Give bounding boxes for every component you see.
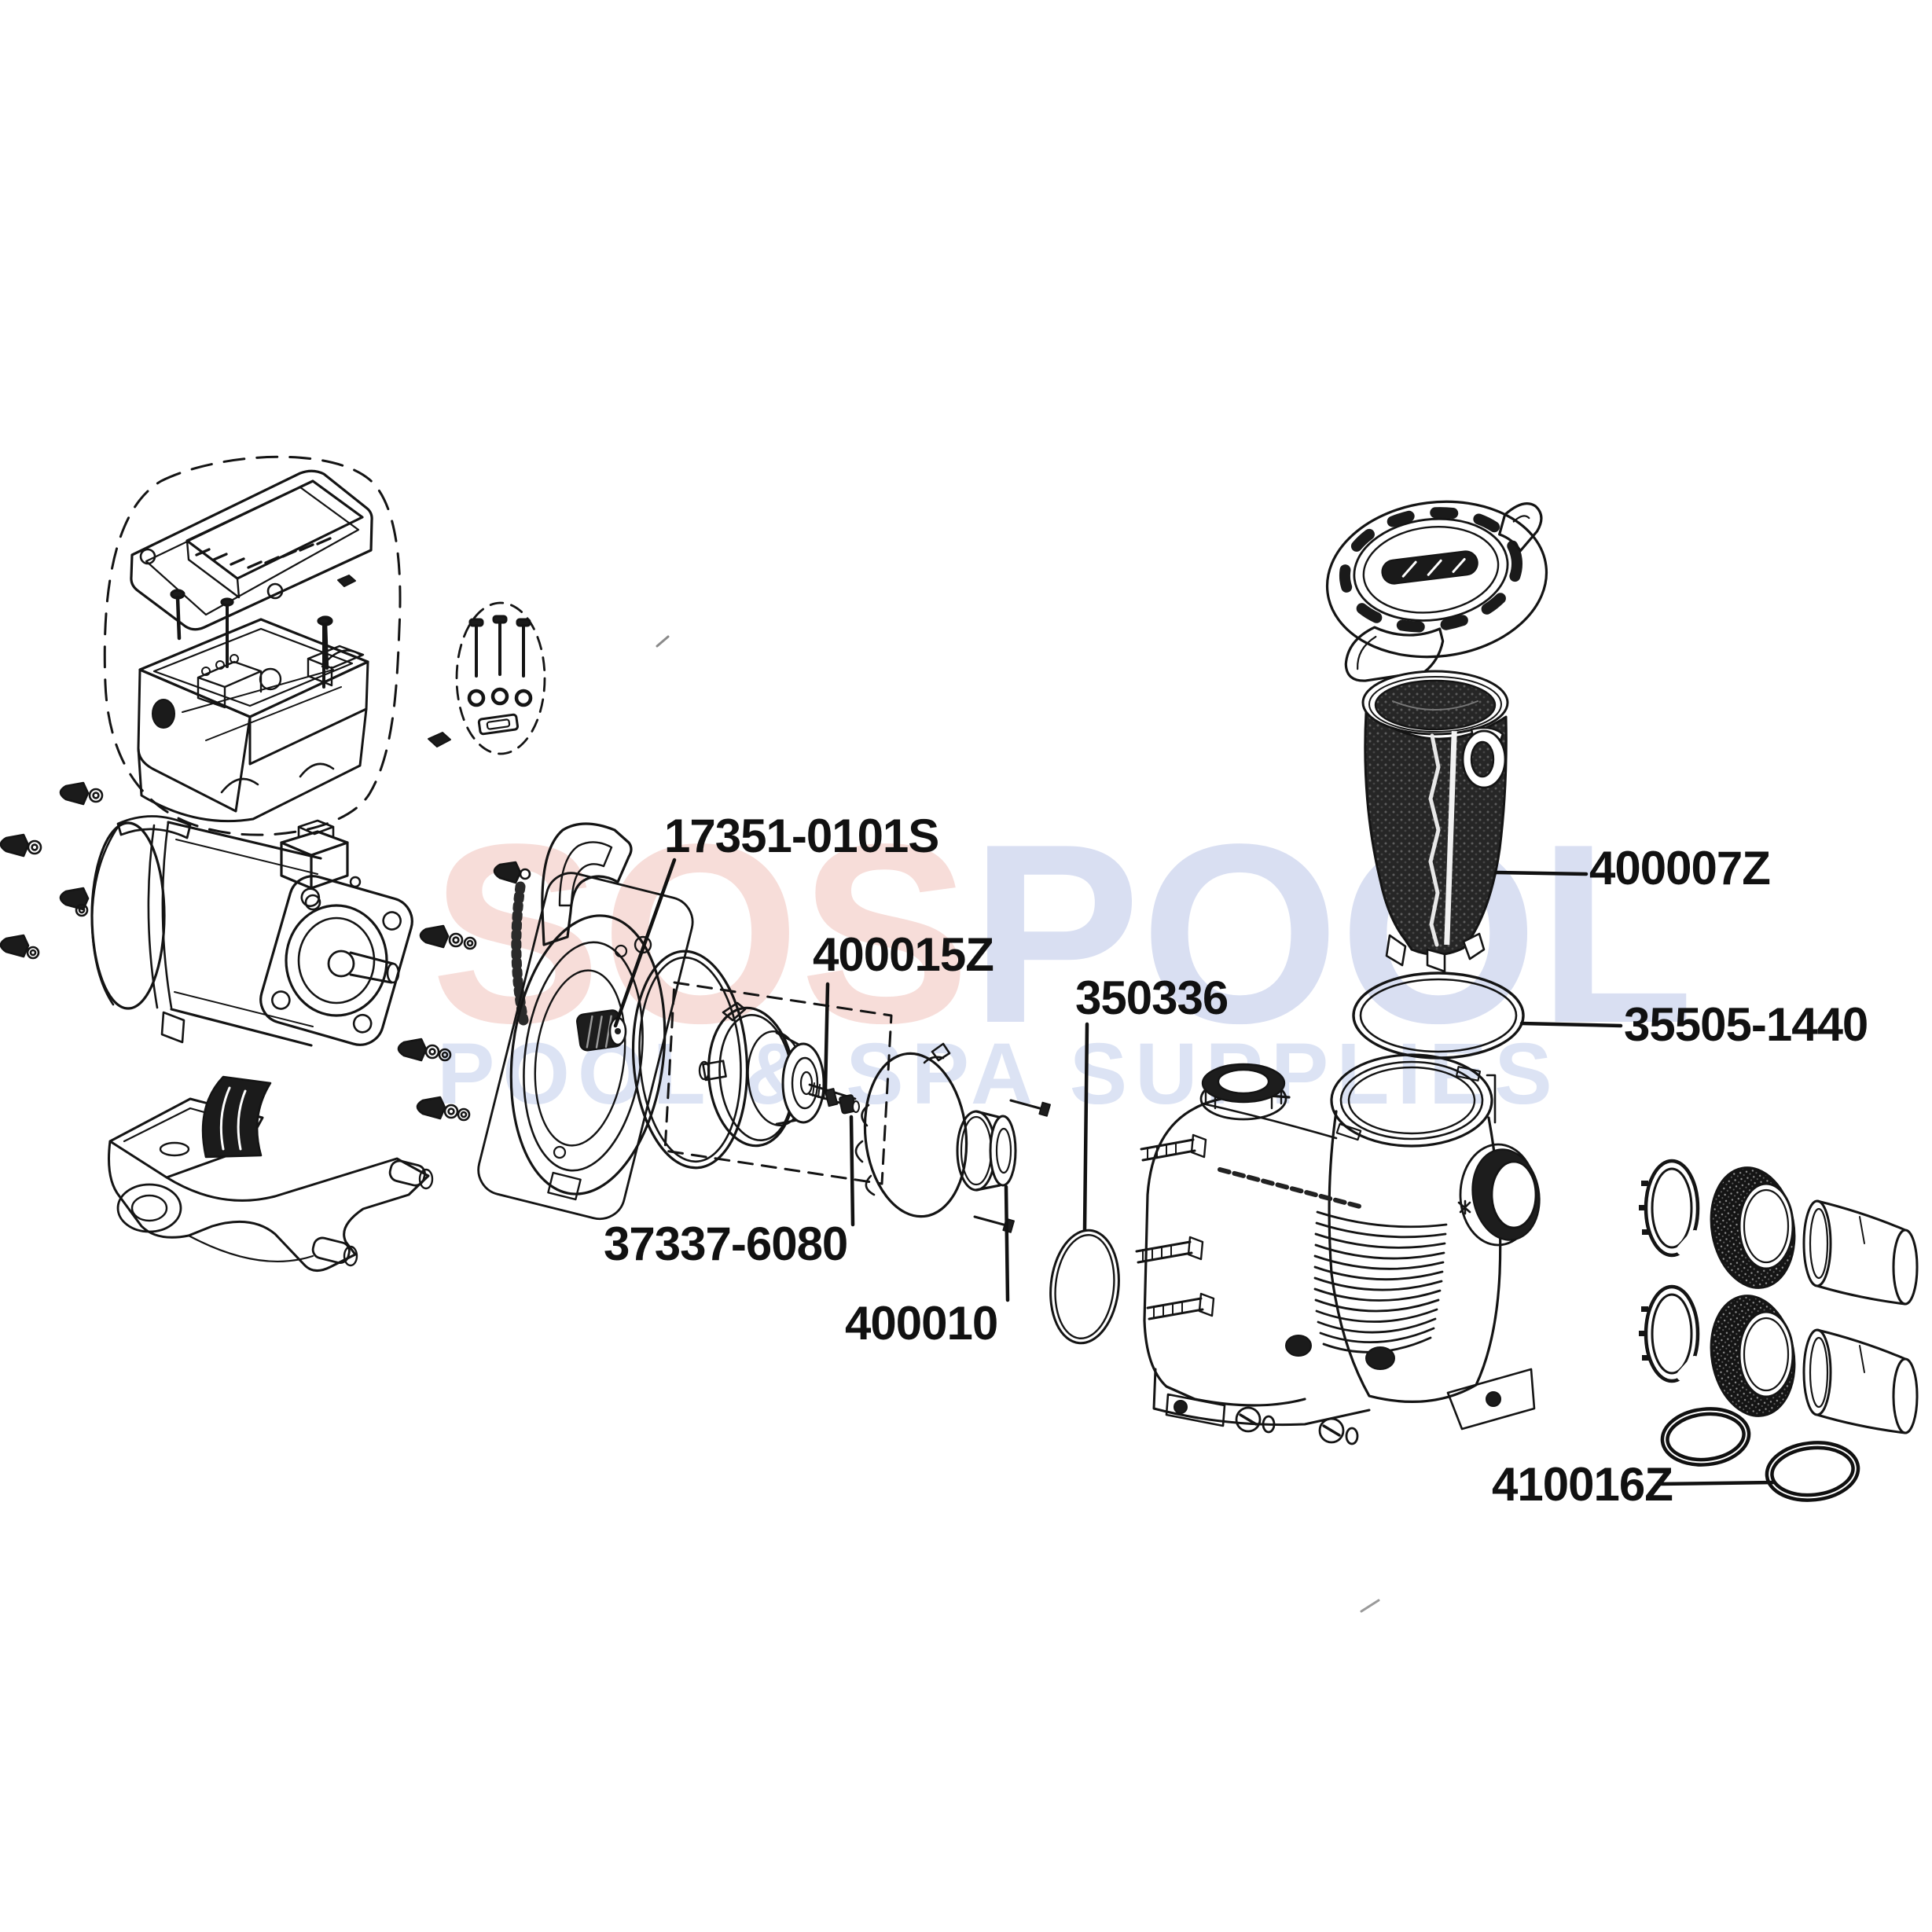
impeller-dashed-box: [663, 981, 893, 1185]
union-nut: [1710, 1166, 1796, 1289]
union-split-ring: [1639, 1159, 1700, 1258]
bolt-set: [419, 924, 477, 950]
watermark-brand: SOSPOOL: [431, 806, 1694, 1061]
controller-box: [137, 597, 369, 823]
watermark-brand-pool: POOL: [970, 791, 1695, 1076]
leader-37337-6080: [849, 1115, 855, 1227]
cover-screws: [170, 589, 451, 747]
mounting-stud: [1140, 1133, 1207, 1162]
housing-ribs: [1313, 1210, 1448, 1354]
union-split-ring: [1639, 1284, 1700, 1383]
bolt-washer-sets: [0, 781, 531, 1122]
leader-400007Z: [1494, 870, 1589, 876]
bolt-set: [59, 887, 90, 917]
basket-handle: [1461, 726, 1507, 789]
part-label-35505-1440: 35505-1440: [1624, 998, 1868, 1051]
part-label-400007Z: 400007Z: [1589, 842, 1771, 894]
lid-oring: [1352, 972, 1525, 1060]
motor: [90, 815, 413, 1047]
print-artifact: [1360, 1599, 1380, 1613]
drain-plug: [1318, 1417, 1359, 1445]
union-nut: [1710, 1295, 1796, 1417]
bolt-set: [397, 1038, 452, 1062]
bolt-set: [493, 861, 531, 884]
pipe-adapter: [1802, 1199, 1919, 1306]
bolt-set: [0, 833, 42, 858]
motor-base: [108, 1075, 434, 1272]
part-label-17351-0101S: 17351-0101S: [664, 810, 939, 862]
strainer-basket: [1361, 670, 1509, 973]
drive-assembly: [103, 455, 451, 836]
drive-lid: [130, 469, 373, 631]
union-oring: [1765, 1441, 1860, 1502]
leader-410016Z: [1656, 1480, 1776, 1486]
impeller-nut: [839, 1094, 860, 1115]
print-artifact: [656, 635, 670, 648]
diffuser-oring: [1049, 1229, 1120, 1345]
part-label-350336: 350336: [1075, 972, 1229, 1024]
leader-35505-1440: [1519, 1021, 1623, 1028]
mounting-stud: [1135, 1236, 1204, 1264]
lid-handle-tab: [1498, 502, 1543, 553]
housing-inlet-port: [1199, 1063, 1287, 1121]
kit-clip: [477, 713, 520, 736]
hardware-kit: [455, 601, 546, 755]
bolt-set: [0, 934, 40, 960]
leader-350336: [1082, 1022, 1089, 1232]
base-saddle: [201, 1075, 272, 1159]
mounting-stud: [1146, 1292, 1215, 1320]
housing-discharge-port: [1457, 1143, 1541, 1247]
part-label-37337-6080: 37337-6080: [604, 1218, 848, 1270]
bolt-set: [59, 781, 104, 806]
pump-lid: [1325, 500, 1548, 682]
part-label-400010: 400010: [845, 1297, 998, 1350]
lid-grip: [1381, 550, 1478, 585]
pump-housing: [1135, 1053, 1541, 1431]
diffuser: [854, 1042, 1017, 1218]
impeller: [698, 1001, 825, 1148]
kit-screws: [468, 615, 531, 678]
bolt-set: [416, 1096, 471, 1122]
drain-plug: [1235, 1406, 1276, 1434]
seal-plate: [477, 822, 694, 1221]
pipe-adapter: [1802, 1328, 1919, 1434]
motor-conduit-box: [280, 819, 362, 911]
leader-17351-0101S: [613, 858, 677, 1028]
motor-flange: [259, 875, 413, 1046]
drive-assembly-dashed-outline: [103, 455, 402, 836]
part-label-410016Z: 410016Z: [1492, 1458, 1673, 1511]
leader-400015Z: [823, 982, 830, 1093]
leader-400010: [1004, 1185, 1010, 1302]
part-label-400015Z: 400015Z: [813, 928, 994, 981]
union-oring: [1660, 1407, 1751, 1467]
kit-nuts: [467, 687, 533, 707]
diffuser-screw: [1009, 1099, 1051, 1117]
seal-plate-oring: [631, 949, 749, 1170]
